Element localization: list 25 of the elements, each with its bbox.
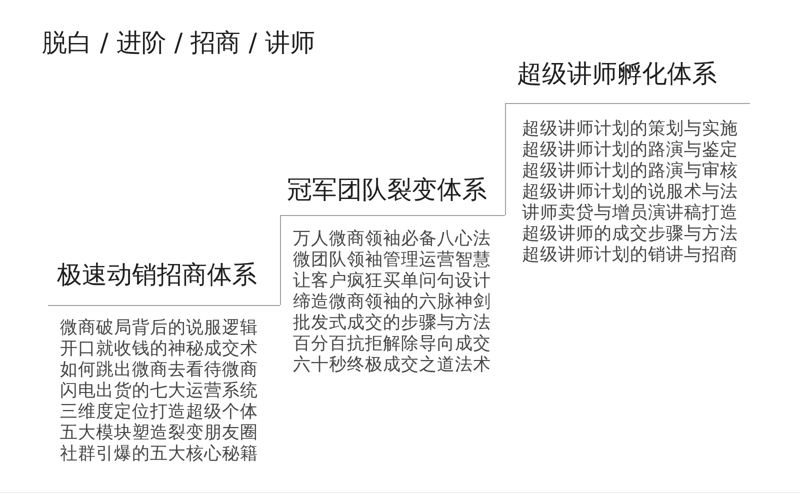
list-item: 缔造微商领袖的六脉神剑 [293, 292, 491, 313]
list-item: 如何跳出微商去看待微商 [60, 360, 258, 381]
list-item: 三维度定位打造超级个体 [60, 402, 258, 423]
section-heading: 极速动销招商体系 [57, 260, 257, 290]
list-item: 微团队领袖管理运营智慧 [293, 250, 491, 271]
list-item: 百分百抗拒解除导向成交 [293, 334, 491, 355]
list-item: 社群引爆的五大核心秘籍 [60, 444, 258, 465]
list-item: 闪电出货的七大运营系统 [60, 381, 258, 402]
list-item: 超级讲师计划的路演与鉴定 [522, 140, 738, 161]
list-item: 六十秒终极成交之道法术 [293, 355, 491, 376]
list-item: 让客户疯狂买单问句设计 [293, 271, 491, 292]
list-item: 五大模块塑造裂变朋友圈 [60, 423, 258, 444]
list-item: 微商破局背后的说服逻辑 [60, 318, 258, 339]
list-item: 超级讲师计划的销讲与招商 [522, 245, 738, 266]
list-item: 超级讲师计划的策划与实施 [522, 119, 738, 140]
list-item: 讲师卖贷与增员演讲稿打造 [522, 203, 738, 224]
page-title: 脱白 / 进阶 / 招商 / 讲师 [42, 28, 315, 58]
list-item: 万人微商领袖必备八心法 [293, 229, 491, 250]
list-item: 批发式成交的步骤与方法 [293, 313, 491, 334]
section-heading: 冠军团队裂变体系 [287, 175, 487, 205]
list-item: 超级讲师的成交步骤与方法 [522, 224, 738, 245]
section-heading: 超级讲师孵化体系 [517, 59, 717, 89]
list-item: 开口就收钱的神秘成交术 [60, 339, 258, 360]
list-item: 超级讲师计划的路演与审核 [522, 161, 738, 182]
list-item: 超级讲师计划的说服术与法 [522, 182, 738, 203]
